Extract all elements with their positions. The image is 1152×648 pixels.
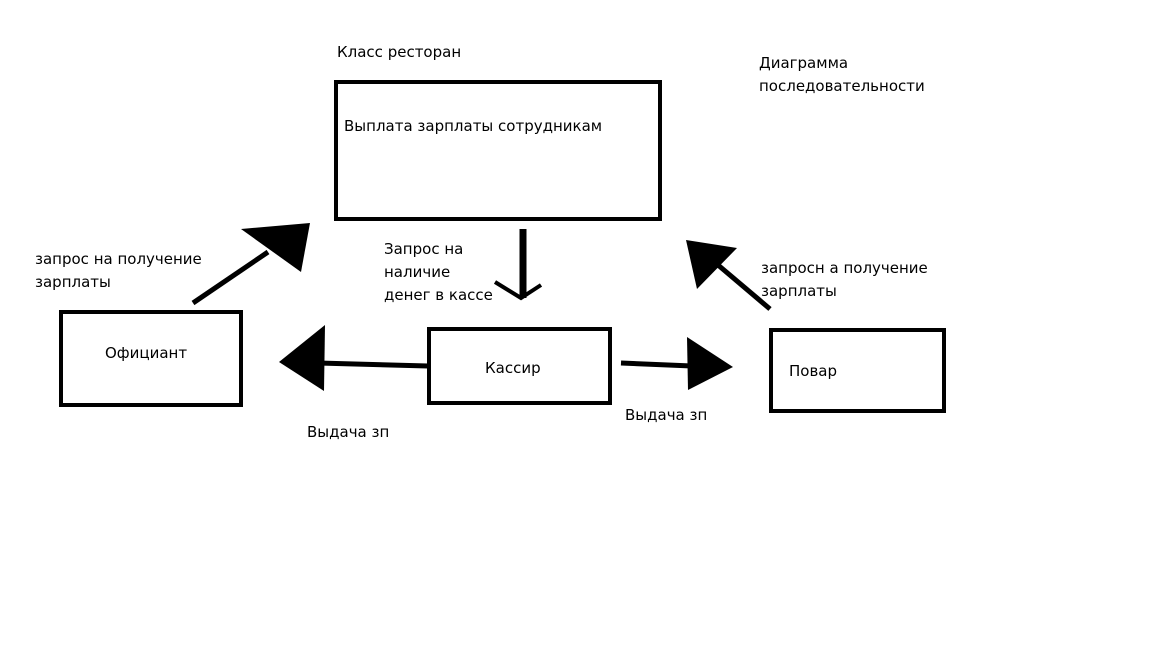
arrow-cashier-to-waiter xyxy=(279,325,429,391)
arrow-waiter-to-restaurant xyxy=(191,223,310,306)
diagram-title-line-2: последовательности xyxy=(759,77,925,95)
restaurant-box: Выплата зарплаты сотрудникам xyxy=(334,80,662,221)
restaurant-box-label: Выплата зарплаты сотрудникам xyxy=(344,117,603,135)
waiter-box-label: Официант xyxy=(105,344,188,362)
cashier-box: Кассир xyxy=(427,327,612,405)
cash-check-label: Запрос на наличие денег в кассе xyxy=(384,238,493,307)
waiter-request-line-1: запрос на получение xyxy=(35,250,202,268)
arrow-restaurant-to-cashier xyxy=(493,229,543,301)
cash-check-line-3: денег в кассе xyxy=(384,286,493,304)
arrow-cashier-to-cook xyxy=(620,337,733,390)
cook-box: Повар xyxy=(769,328,946,413)
cashier-box-label: Кассир xyxy=(485,359,541,377)
pay-waiter-label: Выдача зп xyxy=(307,423,390,441)
pay-cook-label: Выдача зп xyxy=(625,406,708,424)
diagram-title: Диаграмма последовательности xyxy=(759,52,925,98)
arrow-cook-to-restaurant xyxy=(686,240,772,311)
cash-check-line-2: наличие xyxy=(384,263,451,281)
cook-request-line-2: зарплаты xyxy=(761,282,837,300)
cook-box-label: Повар xyxy=(789,362,838,380)
cook-request-line-1: запросн а получение xyxy=(761,259,928,277)
cash-check-line-1: Запрос на xyxy=(384,240,464,258)
waiter-request-line-2: зарплаты xyxy=(35,273,111,291)
waiter-request-label: запрос на получение зарплаты xyxy=(35,248,202,294)
cook-request-label: запросн а получение зарплаты xyxy=(761,257,928,303)
diagram-title-line-1: Диаграмма xyxy=(759,54,849,72)
waiter-box: Официант xyxy=(59,310,243,407)
class-label: Класс ресторан xyxy=(337,43,462,61)
